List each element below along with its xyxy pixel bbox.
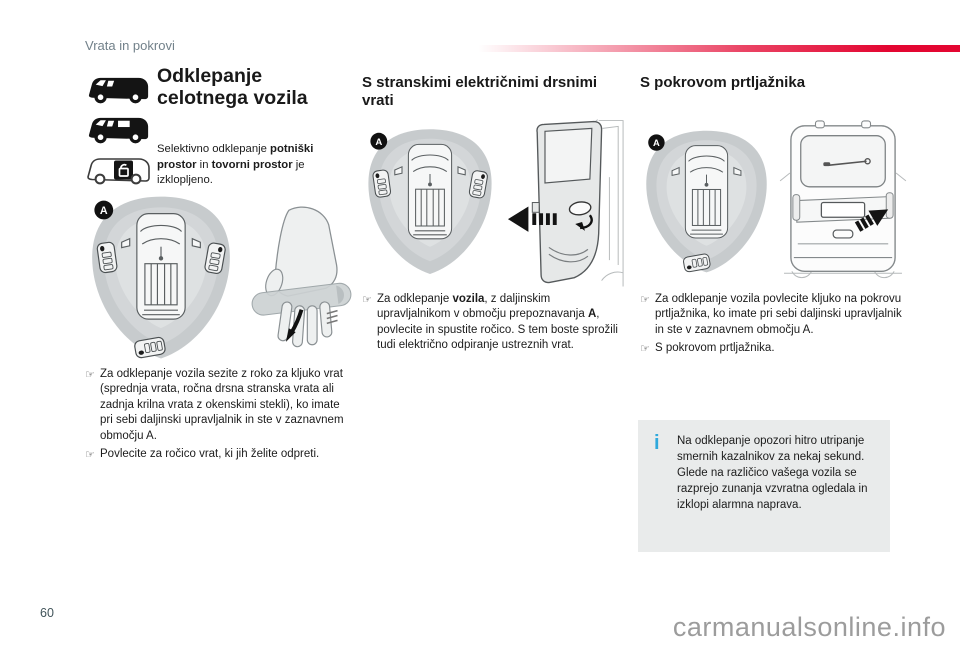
intro-segment: in bbox=[196, 158, 212, 171]
instruction-segment: Za odklepanje bbox=[377, 293, 453, 305]
hand-pulling-handle-illustration bbox=[251, 206, 352, 348]
instruction-segment: , z daljinskim upravljalnikom v območju … bbox=[377, 293, 588, 321]
instruction-text: Za odklepanje vozila povlecite kljuko na… bbox=[655, 293, 902, 336]
van-icon-stack bbox=[85, 72, 155, 195]
instruction-item: ☞ S pokrovom prtljažnika. bbox=[640, 341, 908, 357]
instruction-item: ☞ Povlecite za ročico vrat, ki jih želit… bbox=[85, 447, 351, 463]
instruction-item: ☞ Za odklepanje vozila sezite z roko za … bbox=[85, 367, 351, 444]
instruction-item: ☞ Za odklepanje vozila, z daljinskim upr… bbox=[362, 292, 626, 354]
van-long-icon bbox=[88, 117, 149, 144]
zone-a-badge: A bbox=[94, 200, 114, 220]
instruction-item: ☞ Za odklepanje vozila povlecite kljuko … bbox=[640, 292, 908, 338]
svg-text:A: A bbox=[100, 205, 108, 217]
page-title-line2: celotnega vozila bbox=[157, 86, 308, 109]
unlock-all-instructions: ☞ Za odklepanje vozila sezite z roko za … bbox=[85, 367, 351, 466]
detection-zone-topview-illustration: A bbox=[92, 196, 230, 359]
pointer-bullet-icon: ☞ bbox=[362, 293, 372, 306]
intro-segment: Selektivno odklepanje bbox=[157, 143, 271, 155]
tailgate-rear-illustration bbox=[779, 120, 907, 279]
intro-bold-passenger: potniški prostor bbox=[157, 143, 314, 171]
pointer-bullet-icon: ☞ bbox=[85, 448, 95, 462]
watermark: carmanualsonline.info bbox=[672, 612, 946, 642]
instruction-text: S pokrovom prtljažnika. bbox=[655, 342, 775, 355]
svg-text:A: A bbox=[375, 137, 382, 148]
sliding-doors-illustration: A bbox=[362, 118, 626, 290]
section-header: Vrata in pokrovi bbox=[85, 38, 175, 53]
section-electric-sliding-doors: S stranskimi električnimi drsnimi vrati bbox=[362, 74, 626, 474]
pointer-bullet-icon: ☞ bbox=[85, 368, 95, 381]
intro-bold-cargo: tovorni prostor bbox=[211, 158, 293, 171]
info-note-text: Na odklepanje opozori hitro utripanje sm… bbox=[677, 435, 868, 512]
instruction-text: Za odklepanje vozila sezite z roko za kl… bbox=[100, 368, 344, 442]
sliding-door-illustration bbox=[507, 119, 624, 287]
detection-zone-topview-illustration: A bbox=[368, 129, 492, 274]
pointer-bullet-icon: ☞ bbox=[640, 293, 650, 306]
instruction-bold-zone: A bbox=[587, 308, 597, 321]
svg-text:A: A bbox=[653, 138, 660, 148]
page-number: 60 bbox=[40, 606, 54, 620]
page-title-line1: Odklepanje bbox=[157, 65, 263, 87]
sliding-doors-instructions: ☞ Za odklepanje vozila, z daljinskim upr… bbox=[362, 292, 626, 357]
instruction-text: Za odklepanje vozila, z daljinskim uprav… bbox=[377, 292, 626, 354]
sliding-doors-heading: S stranskimi električnimi drsnimi vrati bbox=[362, 74, 598, 109]
zone-a-badge: A bbox=[370, 132, 388, 150]
van-short-icon bbox=[88, 77, 149, 104]
van-selective-unlock-icon bbox=[87, 158, 150, 185]
instruction-segment: , povlecite in spustite ročico. S tem bo… bbox=[377, 308, 618, 352]
selective-unlock-note: Selektivno odklepanje potniški prostor i… bbox=[157, 142, 351, 189]
section-tailgate: S pokrovom prtljažnika bbox=[638, 74, 912, 554]
instruction-text: Povlecite za ročico vrat, ki jih želite … bbox=[100, 448, 320, 461]
intro-segment: je izklopljeno. bbox=[157, 158, 305, 187]
instruction-bold-vehicle: vozila bbox=[452, 293, 485, 305]
detection-zone-topview-illustration: A bbox=[646, 130, 767, 273]
tailgate-instructions: ☞ Za odklepanje vozila povlecite kljuko … bbox=[640, 292, 908, 360]
tailgate-illustration: A bbox=[640, 118, 909, 290]
accent-bar bbox=[478, 45, 960, 52]
unlock-all-illustration: A bbox=[85, 192, 357, 364]
info-note-box: i Na odklepanje opozori hitro utripanje … bbox=[638, 420, 890, 552]
zone-a-badge: A bbox=[648, 134, 665, 151]
tailgate-heading: S pokrovom prtljažnika bbox=[640, 74, 806, 91]
pointer-bullet-icon: ☞ bbox=[640, 342, 650, 356]
info-icon: i bbox=[654, 432, 660, 454]
